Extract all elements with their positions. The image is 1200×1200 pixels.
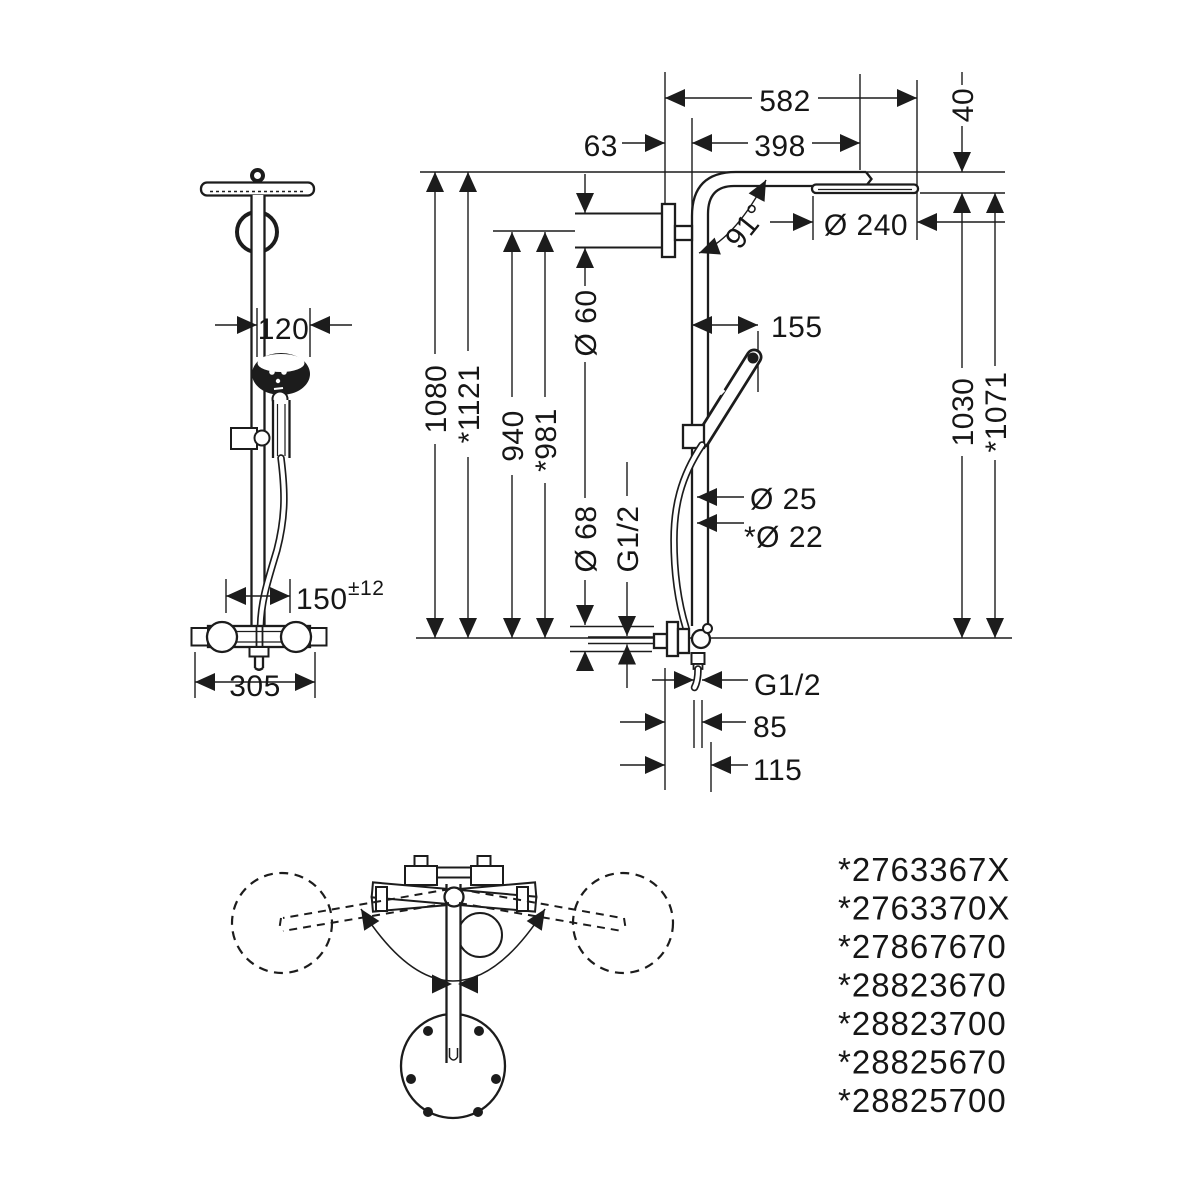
pivot-top <box>443 886 465 908</box>
handshower-swivel-left <box>230 871 334 975</box>
wall-bracket-escutcheon <box>660 202 677 259</box>
overhead-hanger-knob <box>250 168 265 183</box>
dim-valve-diameter: Ø 68 <box>570 505 603 572</box>
dim-supply-spacing: 150 <box>296 583 348 616</box>
side-view-dimensions: 582 63 398 Ø 240 91° 40 1080 *11 <box>420 72 1013 787</box>
supply-connection-side <box>652 632 669 650</box>
overhead-shower-plate-front <box>199 181 316 197</box>
wall-bracket-arm <box>673 224 694 242</box>
dim-bracket-diameter: Ø 60 <box>570 289 603 356</box>
side-view: 582 63 398 Ø 240 91° 40 1080 *11 <box>416 72 1013 792</box>
valve-body-side <box>676 627 691 655</box>
dim-supply-thread: G1/2 <box>612 505 645 572</box>
dim-hose-offset-outer: 115 <box>753 754 802 787</box>
dim-arm-angle: 91° <box>719 198 774 255</box>
dim-height-head: 1030 <box>947 378 980 447</box>
part-number: *2763370X <box>838 890 1010 927</box>
valve-escutcheon-side <box>665 620 680 658</box>
hose-outlet-side <box>690 652 706 665</box>
valve-handle-side <box>690 628 712 650</box>
part-number: *2763367X <box>838 851 1010 888</box>
dim-supply-tolerance: ±12 <box>348 577 384 600</box>
part-number: *28823700 <box>838 1005 1007 1042</box>
handshower-holder-side <box>681 423 706 450</box>
dim-hose-thread: G1/2 <box>754 669 821 702</box>
swivel-arc <box>360 908 546 982</box>
part-number: *28823670 <box>838 967 1007 1004</box>
part-number: *27867670 <box>838 928 1007 965</box>
front-view-dimensions: 120 150 ±12 305 <box>194 308 384 703</box>
dim-handshower-offset: 155 <box>771 311 823 344</box>
part-number-list: *2763367X *2763370X *27867670 *28823670 … <box>838 851 1010 1119</box>
handshower-swivel-right <box>571 871 675 975</box>
dim-height-pipe-star: *1121 <box>453 365 486 444</box>
valve-escutcheon-top <box>457 912 503 958</box>
dim-height-bracket-star: *981 <box>530 408 563 472</box>
dim-width-total: 582 <box>759 85 811 118</box>
part-number: *28825700 <box>838 1082 1007 1119</box>
dim-pipe-diameter-star: *Ø 22 <box>744 521 823 554</box>
dim-valve-width: 305 <box>229 670 281 703</box>
front-view: 120 150 ±12 305 <box>190 168 384 703</box>
dim-head-diameter: Ø 240 <box>824 209 908 242</box>
handshower-holder-front <box>230 427 258 450</box>
hose-outlet-front <box>248 646 270 658</box>
thermostat-knob-top-left <box>404 865 438 886</box>
dim-height-bracket: 940 <box>497 410 530 462</box>
dim-height-pipe: 1080 <box>420 365 453 434</box>
dim-arm-reach: 398 <box>754 130 806 163</box>
thermostat-knob-top-right <box>470 865 504 886</box>
thermostat-knob-right <box>279 620 313 654</box>
dim-pipe-diameter: Ø 25 <box>750 483 817 516</box>
overhead-shower-plate-side <box>810 183 920 195</box>
dim-wall-offset: 63 <box>584 130 618 163</box>
dim-head-drop: 40 <box>947 88 980 122</box>
top-view <box>230 855 675 1120</box>
thermostat-knob-left <box>205 620 239 654</box>
dim-hose-offset: 85 <box>753 711 787 744</box>
dim-handshower-diameter: 120 <box>258 313 310 346</box>
part-number: *28825670 <box>838 1044 1007 1081</box>
dim-height-head-star: *1071 <box>980 372 1013 453</box>
